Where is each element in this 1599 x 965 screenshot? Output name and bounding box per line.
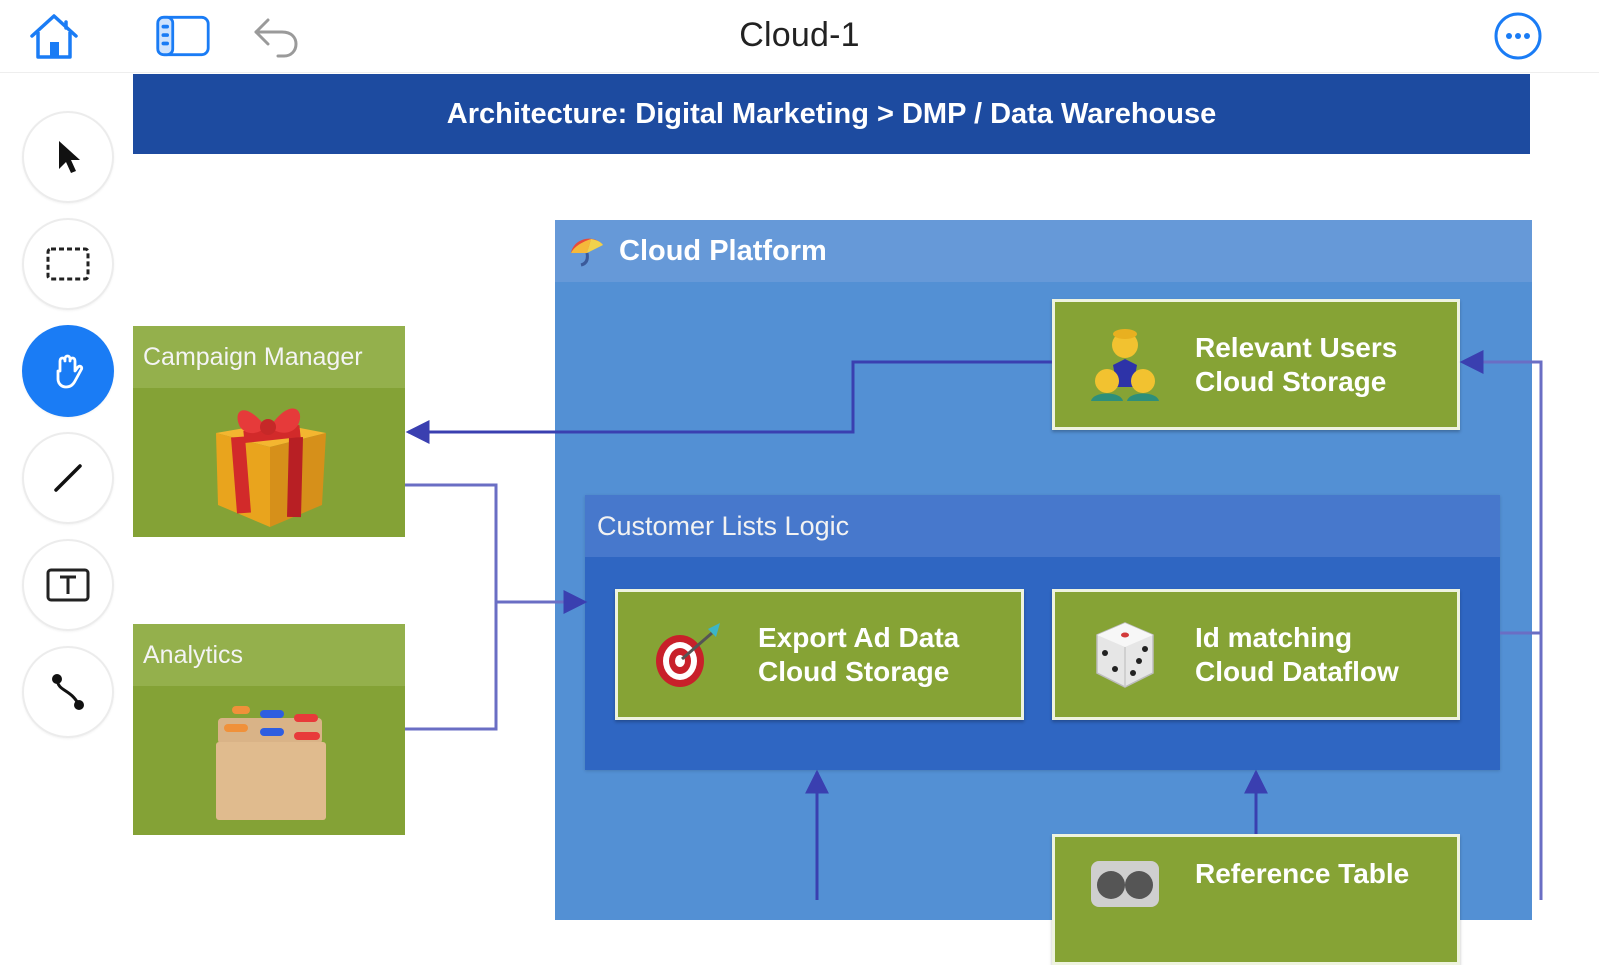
connectors-layer bbox=[405, 350, 1543, 900]
analytics-header: Analytics bbox=[133, 624, 405, 686]
card-file-box-icon bbox=[216, 705, 326, 820]
diagram-banner[interactable]: Architecture: Digital Marketing > DMP / … bbox=[133, 74, 1530, 154]
people-group-icon bbox=[1091, 328, 1159, 401]
campaign-manager-title: Campaign Manager bbox=[143, 342, 363, 371]
dart-target-icon bbox=[656, 622, 720, 687]
cloud-platform-header: Cloud Platform bbox=[555, 220, 1532, 282]
sidebar-toggle-icon bbox=[156, 15, 210, 57]
text-box-icon bbox=[46, 568, 90, 602]
more-options-icon bbox=[1494, 12, 1542, 60]
id-matching-node[interactable]: Id matching Cloud Dataflow bbox=[1052, 589, 1460, 720]
dashed-rectangle-icon bbox=[46, 247, 90, 281]
relevant-users-node[interactable]: Relevant Users Cloud Storage bbox=[1052, 299, 1460, 430]
campaign-manager-header: Campaign Manager bbox=[133, 326, 405, 388]
connector-campaign-manager-to-customer-lists[interactable] bbox=[405, 483, 588, 614]
tool-connector[interactable] bbox=[22, 646, 114, 738]
customer-lists-title: Customer Lists Logic bbox=[597, 510, 850, 541]
home-button[interactable] bbox=[26, 10, 82, 62]
undo-icon bbox=[254, 18, 298, 58]
pointer-arrow-icon bbox=[59, 141, 80, 173]
export-ad-data-label: Export Ad Data Cloud Storage bbox=[758, 621, 960, 687]
more-options-button[interactable] bbox=[1490, 10, 1546, 62]
umbrella-icon bbox=[571, 238, 603, 267]
diagram-canvas[interactable]: Architecture: Digital Marketing > DMP / … bbox=[0, 72, 1599, 965]
banner-text: Architecture: Digital Marketing > DMP / … bbox=[446, 97, 1217, 130]
reel-icon bbox=[1091, 861, 1159, 907]
dice-icon bbox=[1096, 621, 1154, 688]
top-bar: Cloud-1 bbox=[0, 0, 1599, 73]
export-ad-data-node[interactable]: Export Ad Data Cloud Storage bbox=[615, 589, 1024, 720]
undo-button[interactable] bbox=[248, 10, 304, 62]
document-title[interactable]: Cloud-1 bbox=[739, 16, 860, 54]
sidebar-toggle-button[interactable] bbox=[155, 10, 211, 62]
analytics-title: Analytics bbox=[143, 640, 244, 669]
tool-marquee[interactable] bbox=[22, 218, 114, 310]
cloud-platform-title: Cloud Platform bbox=[619, 234, 827, 267]
gift-icon bbox=[216, 408, 326, 527]
tool-text[interactable] bbox=[22, 539, 114, 631]
reference-table-label: Reference Table bbox=[1195, 858, 1410, 889]
home-icon bbox=[30, 14, 78, 59]
connector-analytics-to-customer-lists[interactable] bbox=[405, 602, 498, 731]
connector-customer-lists-to-relevant-users[interactable] bbox=[1459, 350, 1543, 635]
hand-icon bbox=[56, 354, 84, 389]
line-icon bbox=[54, 464, 82, 492]
id-matching-label: Id matching Cloud Dataflow bbox=[1195, 621, 1399, 687]
customer-lists-header: Customer Lists Logic bbox=[585, 495, 1500, 557]
tool-select[interactable] bbox=[22, 111, 114, 203]
analytics-node[interactable]: Analytics bbox=[133, 624, 405, 835]
tool-pan[interactable] bbox=[22, 325, 114, 417]
connector-icon bbox=[52, 674, 84, 710]
tool-line[interactable] bbox=[22, 432, 114, 524]
connector-relevant-users-to-campaign-manager[interactable] bbox=[405, 360, 1052, 444]
campaign-manager-node[interactable]: Campaign Manager bbox=[133, 326, 405, 537]
relevant-users-label: Relevant Users Cloud Storage bbox=[1195, 331, 1398, 397]
